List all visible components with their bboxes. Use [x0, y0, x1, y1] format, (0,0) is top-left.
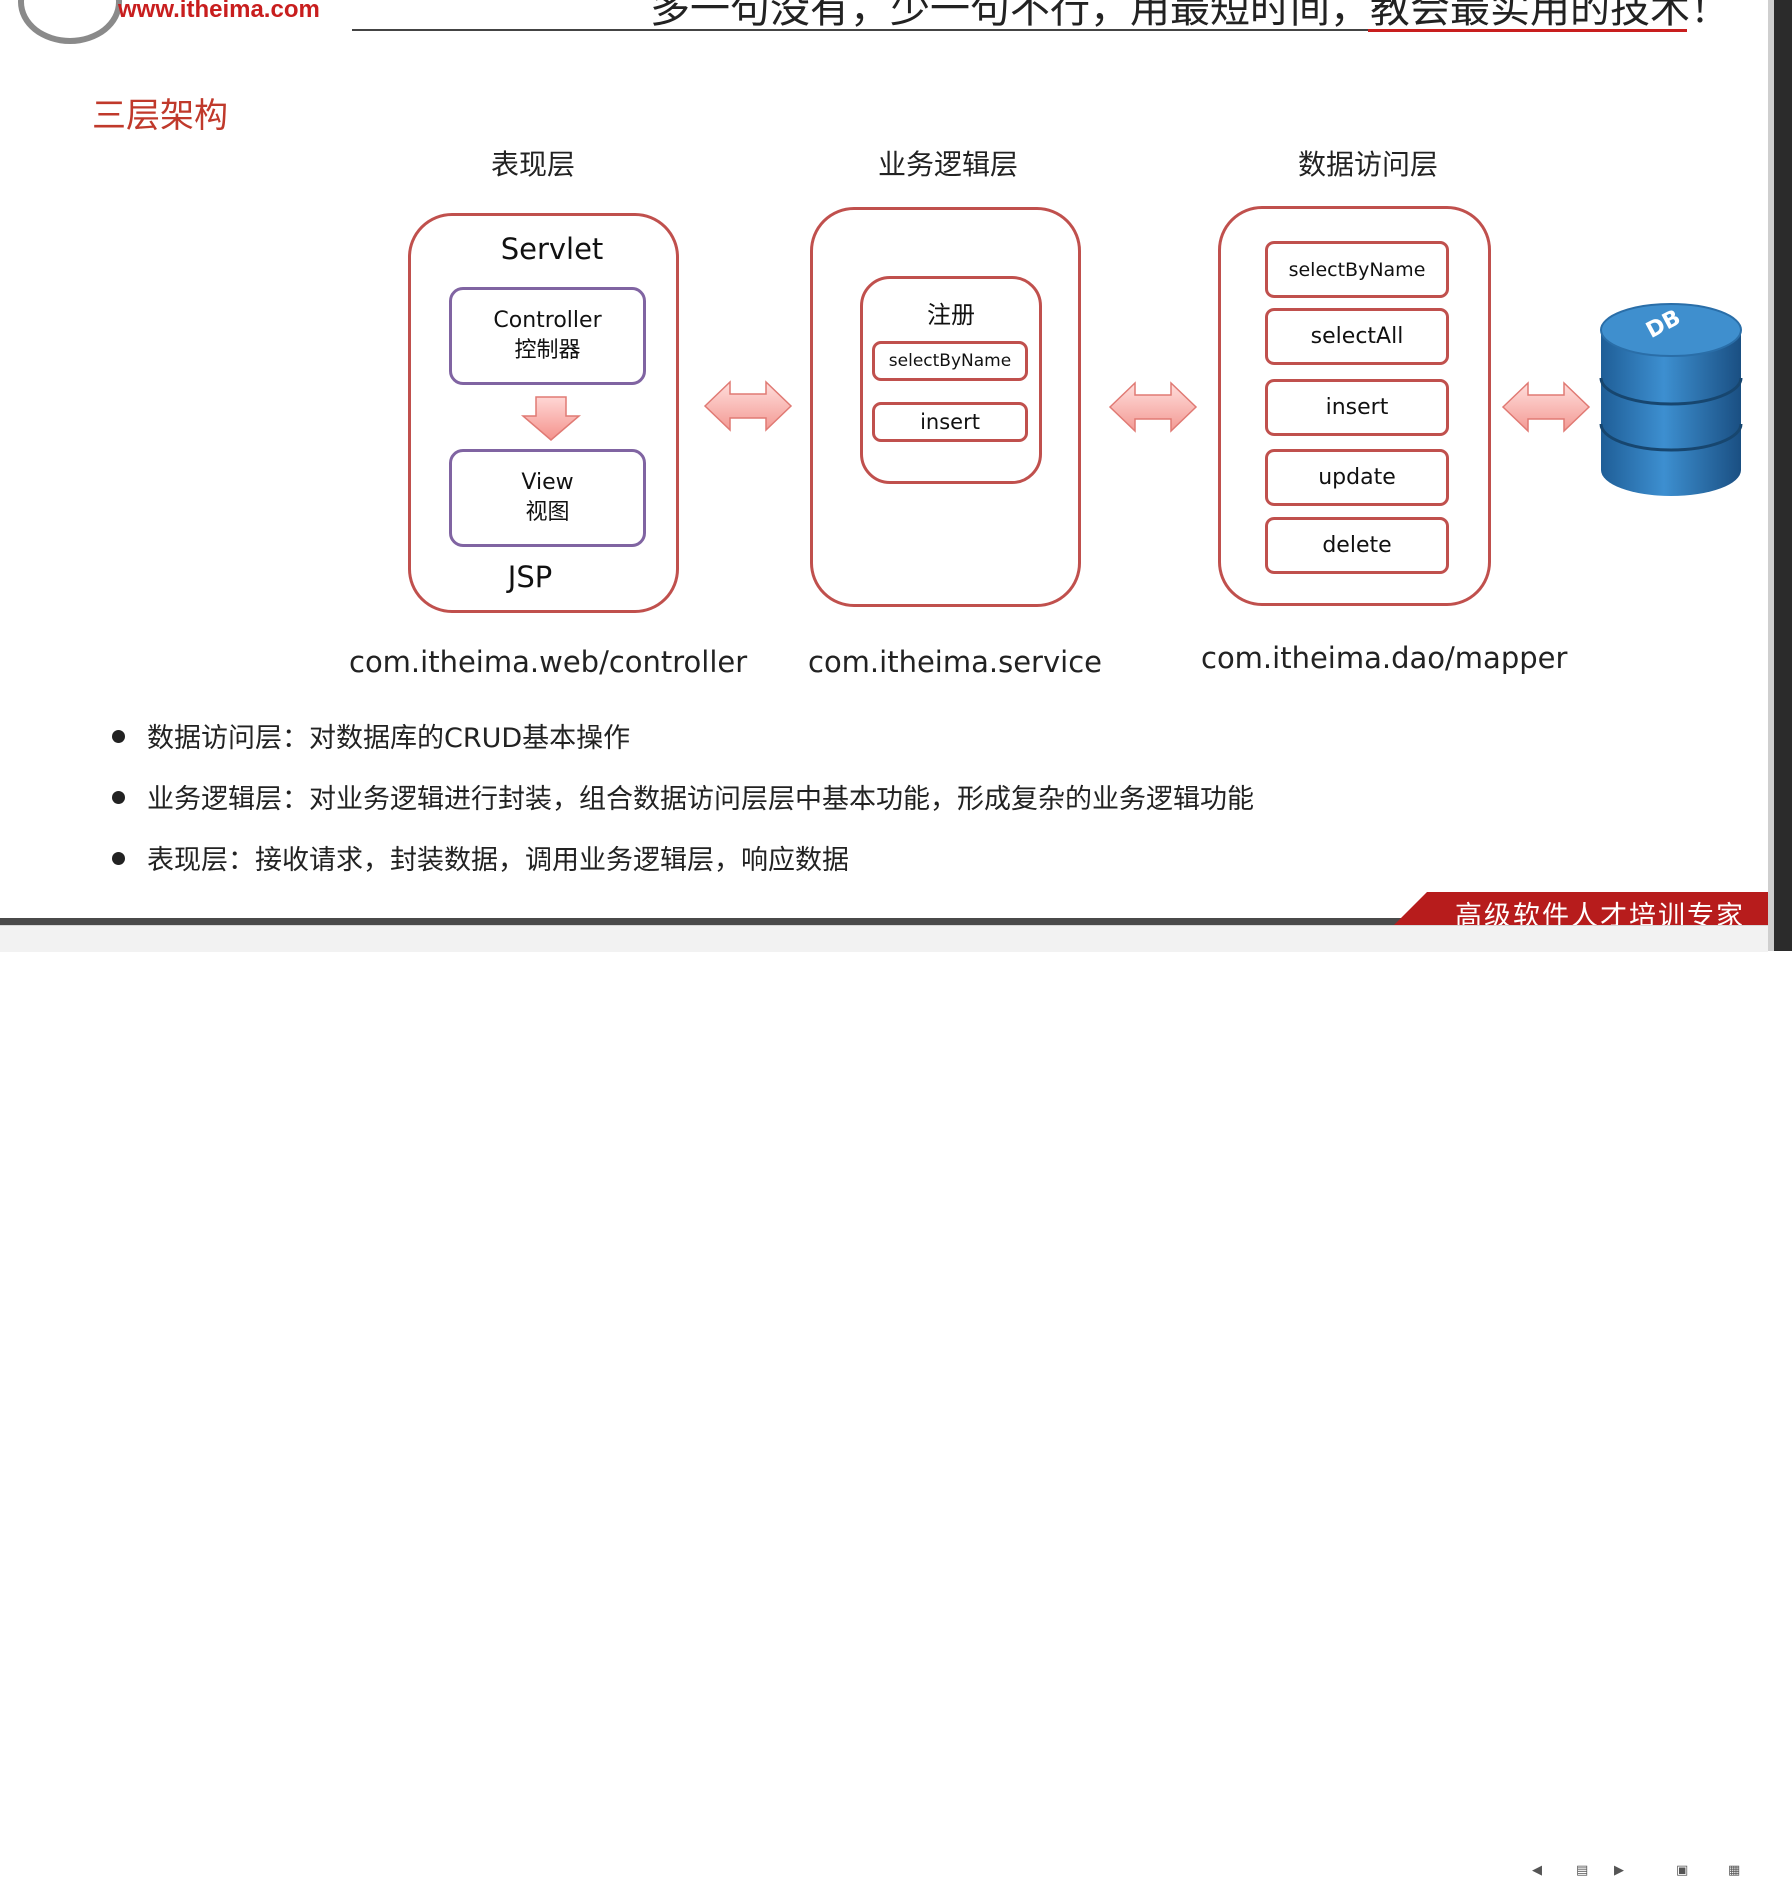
- itheima-logo-icon: [18, 0, 122, 44]
- dao-method-insert: insert: [1265, 379, 1449, 436]
- double-arrow-icon: [1501, 381, 1591, 433]
- reading-view-icon[interactable]: ▣: [1676, 1863, 1689, 1878]
- header-slogan: 多一句没有，少一句不行，用最短时间，教会最实用的技术！: [650, 0, 1730, 32]
- database-icon: [1599, 303, 1743, 496]
- controller-cn: 控制器: [514, 338, 581, 363]
- next-slide-icon[interactable]: ▶: [1614, 1863, 1624, 1878]
- bullet-dot-icon: [112, 852, 125, 865]
- dao-method-selectbyname: selectByName: [1265, 241, 1449, 298]
- jsp-label: JSP: [507, 560, 553, 594]
- view-en: View: [521, 470, 574, 495]
- package-dao: com.itheima.dao/mapper: [1201, 641, 1568, 675]
- dao-method-update: update: [1265, 449, 1449, 506]
- header-divider-accent: [1368, 29, 1687, 32]
- controller-en: Controller: [493, 308, 602, 333]
- header-divider: [352, 29, 1687, 31]
- layer-title-service: 业务逻辑层: [877, 148, 1018, 181]
- window-edge: [1768, 0, 1792, 951]
- slide: www.itheima.com 多一句没有，少一句不行，用最短时间，教会最实用的…: [0, 0, 1768, 934]
- dao-method-selectall: selectAll: [1265, 308, 1449, 365]
- service-method-insert: insert: [872, 402, 1028, 442]
- layer-title-presentation: 表现层: [490, 148, 575, 181]
- layer-title-dao: 数据访问层: [1297, 148, 1438, 181]
- double-arrow-icon: [703, 380, 793, 432]
- previous-slide-icon[interactable]: ◀: [1532, 1863, 1542, 1878]
- bullet-text: 业务逻辑层：对业务逻辑进行封装，组合数据访问层层中基本功能，形成复杂的业务逻辑功…: [147, 784, 1254, 815]
- package-presentation: com.itheima.web/controller: [349, 645, 748, 679]
- notes-icon[interactable]: ▤: [1576, 1863, 1589, 1878]
- view-cn: 视图: [525, 500, 570, 525]
- footer-strip: [0, 918, 1768, 926]
- register-label: 注册: [927, 301, 975, 329]
- bullet-dot-icon: [112, 730, 125, 743]
- double-arrow-icon: [1108, 381, 1198, 433]
- bullet-item: 业务逻辑层：对业务逻辑进行封装，组合数据访问层层中基本功能，形成复杂的业务逻辑功…: [112, 777, 1254, 816]
- slideshow-controls-bar: ◀ ▤ ▶ ▣ ▦: [0, 925, 1768, 1878]
- bullet-text: 表现层：接收请求，封装数据，调用业务逻辑层，响应数据: [147, 845, 849, 876]
- logo-text: www.itheima.com: [118, 0, 320, 23]
- controller-box: Controller 控制器: [449, 287, 646, 385]
- slide-title: 三层架构: [92, 96, 228, 136]
- view-box: View 视图: [449, 449, 646, 547]
- bullet-item: 表现层：接收请求，封装数据，调用业务逻辑层，响应数据: [112, 838, 849, 877]
- bullet-item: 数据访问层：对数据库的CRUD基本操作: [112, 716, 630, 755]
- bullet-text: 数据访问层：对数据库的CRUD基本操作: [147, 723, 631, 754]
- bullet-dot-icon: [112, 791, 125, 804]
- service-method-selectbyname: selectByName: [872, 341, 1028, 381]
- package-service: com.itheima.service: [808, 645, 1102, 679]
- servlet-label: Servlet: [500, 232, 604, 266]
- slide-sorter-icon[interactable]: ▦: [1728, 1863, 1741, 1878]
- dao-method-delete: delete: [1265, 517, 1449, 574]
- down-arrow-icon: [520, 396, 582, 441]
